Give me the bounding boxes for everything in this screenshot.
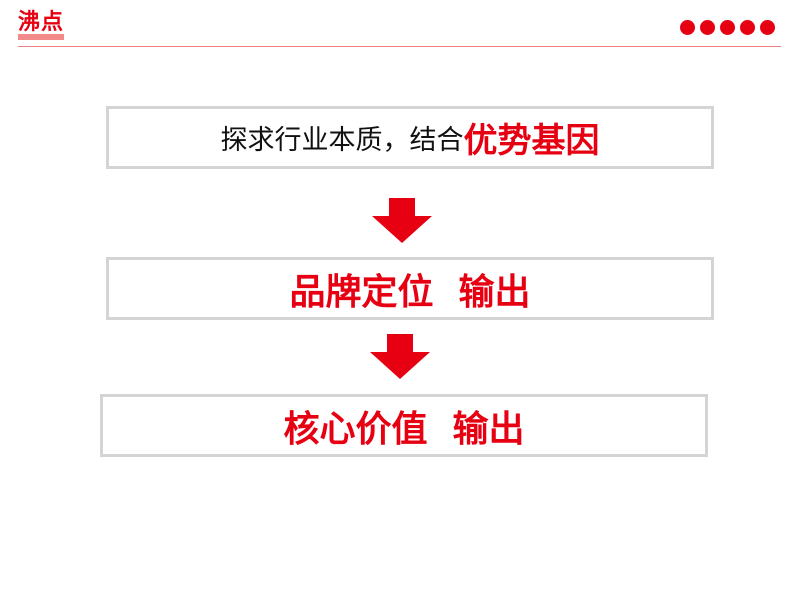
step-3-text: 核心价值 输出 — [283, 408, 525, 450]
logo-subtitle-bar — [18, 34, 64, 40]
dot-icon — [740, 20, 755, 35]
dot-icon — [680, 20, 695, 35]
header-dots — [680, 20, 775, 35]
step-1-highlight: 优势基因 — [463, 121, 600, 161]
header-divider — [18, 46, 781, 47]
logo: 沸点 — [18, 9, 65, 35]
dot-icon — [760, 20, 775, 35]
arrow-down-icon — [372, 198, 432, 243]
dot-icon — [720, 20, 735, 35]
dot-icon — [700, 20, 715, 35]
step-box-2: 品牌定位 输出 — [106, 257, 714, 320]
step-box-3: 核心价值 输出 — [100, 394, 708, 457]
step-2-text: 品牌定位 输出 — [289, 271, 531, 313]
step-box-1: 探求行业本质，结合 优势基因 — [106, 106, 714, 169]
step-1-text: 探求行业本质，结合 — [220, 125, 464, 156]
arrow-down-icon — [370, 334, 430, 379]
